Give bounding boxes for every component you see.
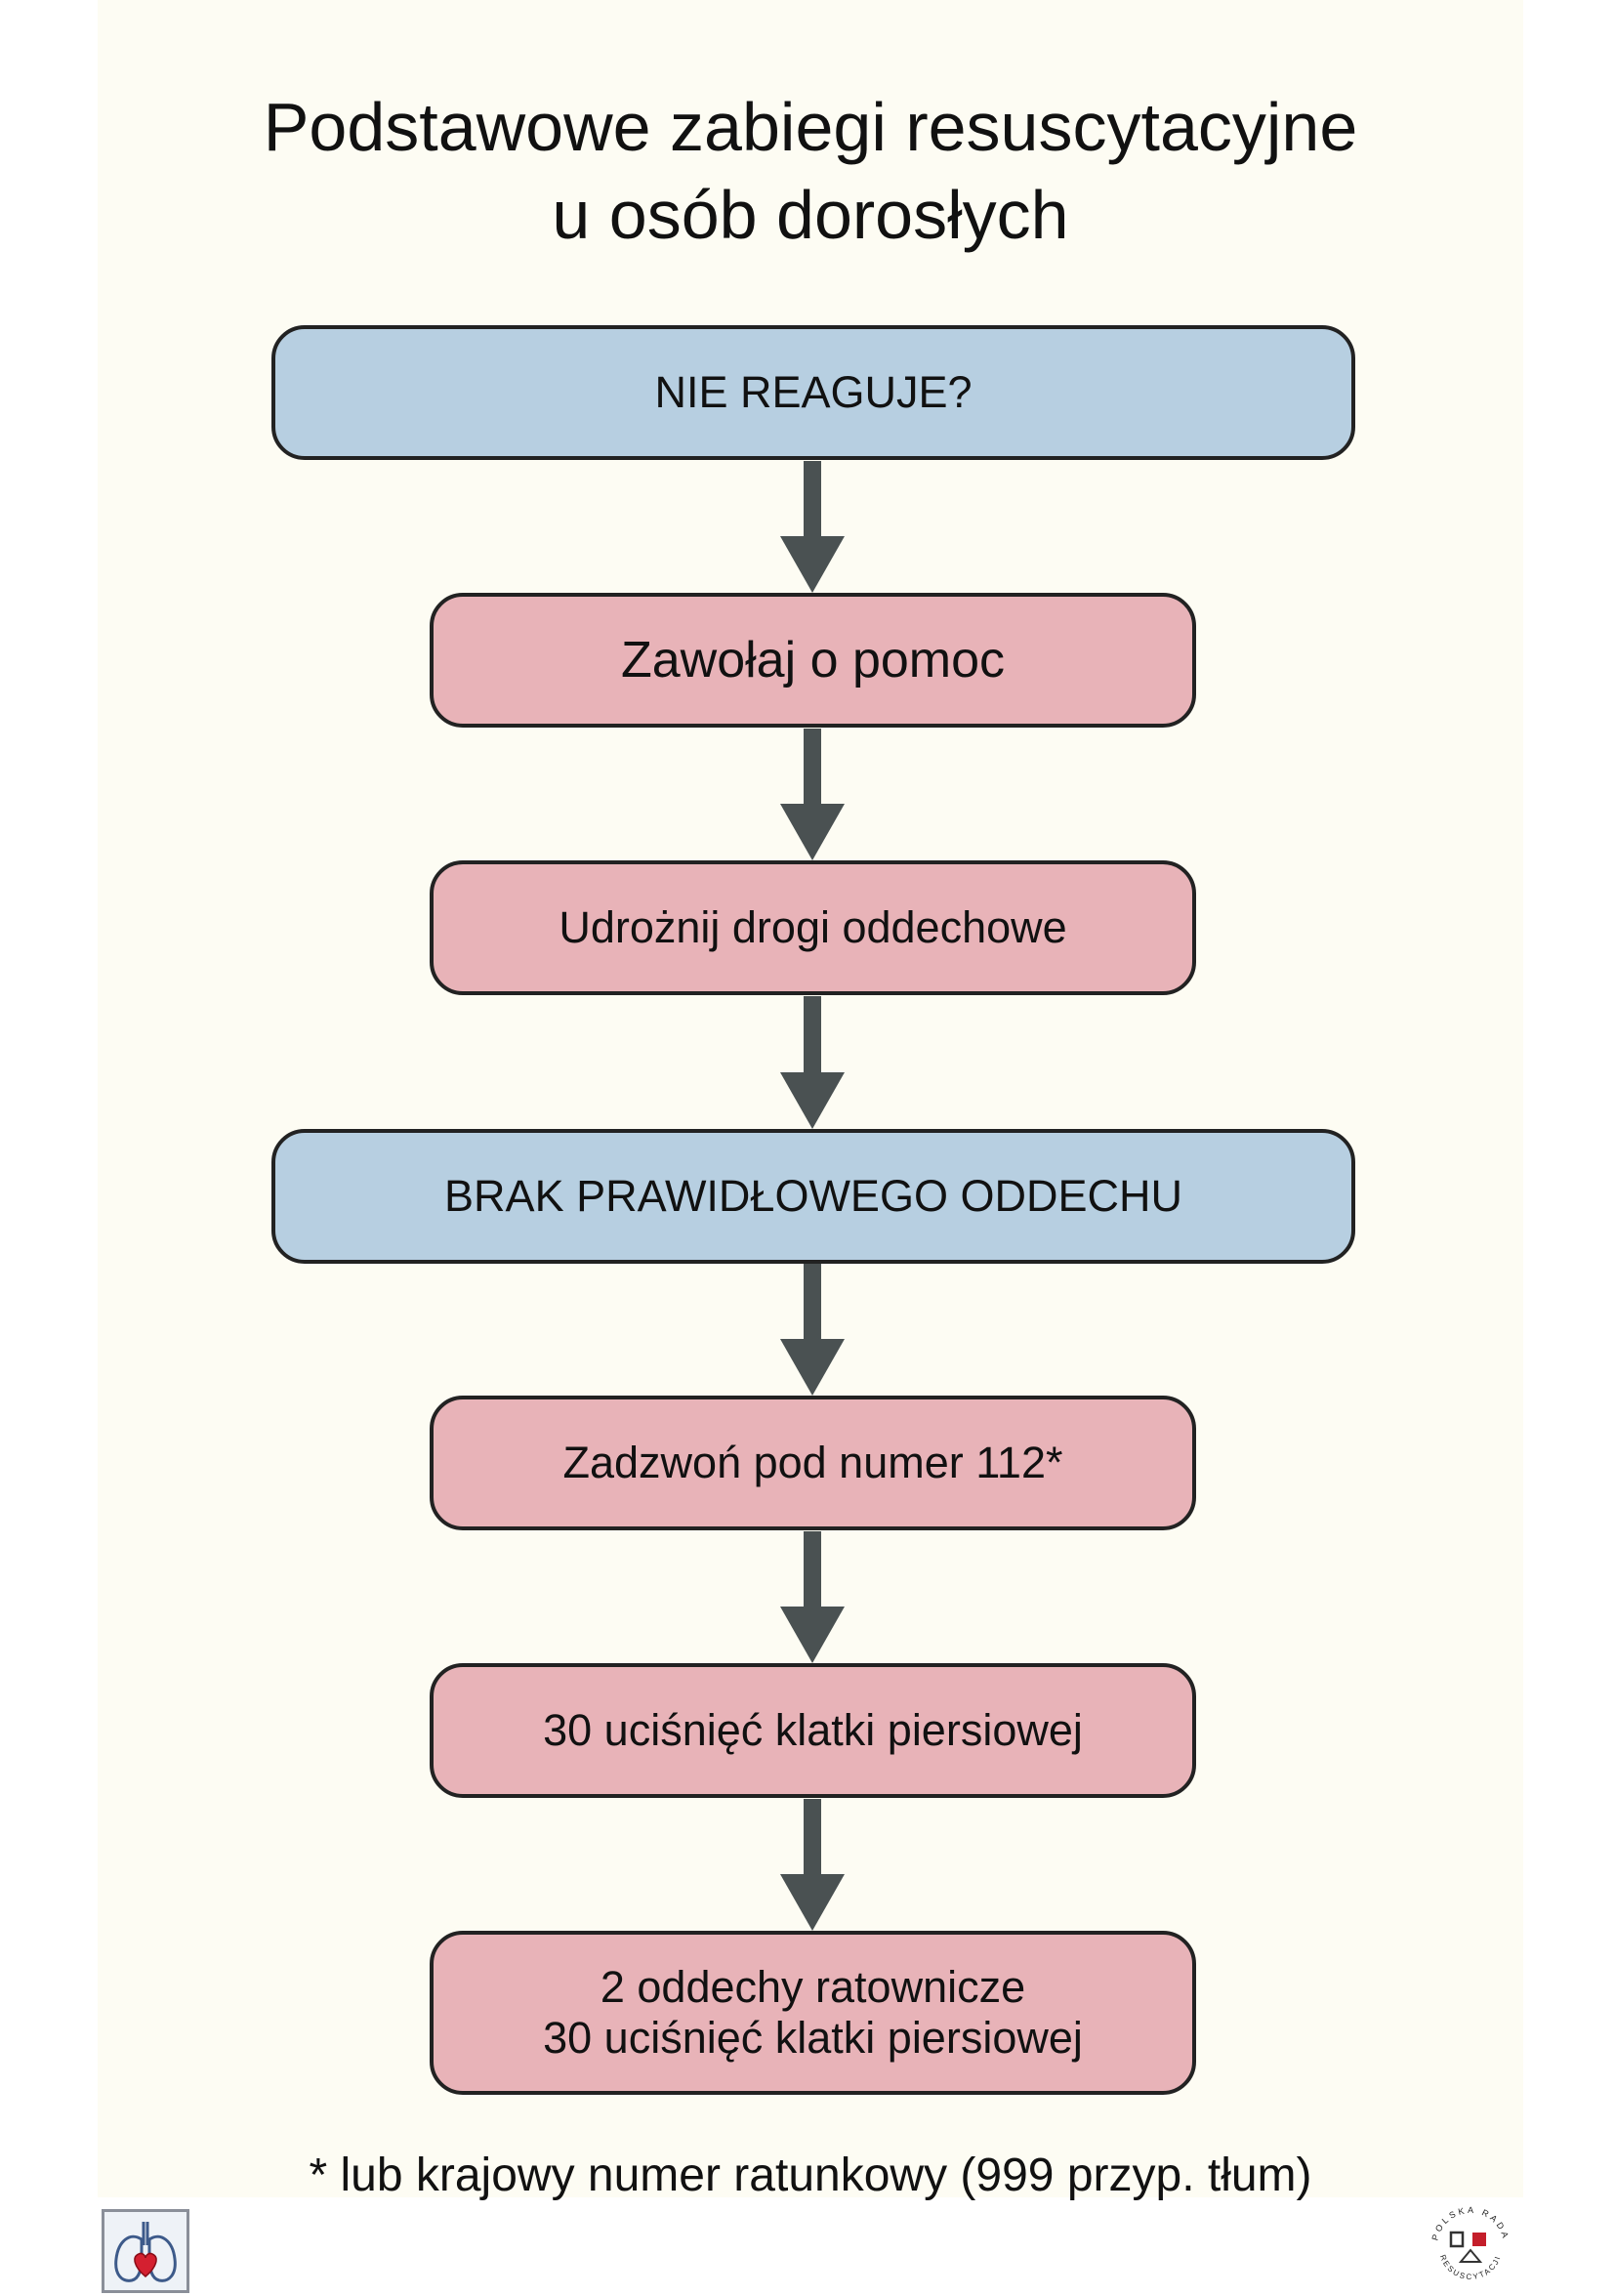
flow-arrow (780, 461, 845, 593)
step-label: Zawołaj o pomoc (620, 632, 1006, 689)
step-open-airway: Udrożnij drogi oddechowe (430, 860, 1196, 995)
step-label: Zadzwoń pod numer 112* (562, 1438, 1063, 1487)
polska-rada-resuscytacji-seal: POLSKA RADA RESUSCYTACJI (1424, 2197, 1517, 2291)
lungs-heart-icon (102, 2209, 189, 2293)
step-label: Udrożnij drogi oddechowe (559, 902, 1067, 952)
title-line-2: u osób dorosłych (552, 177, 1069, 253)
step-label: BRAK PRAWIDŁOWEGO ODDECHU (444, 1171, 1182, 1221)
step-breaths-and-compressions: 2 oddechy ratownicze 30 uciśnięć klatki … (430, 1931, 1196, 2095)
step-label-line-2: 30 uciśnięć klatki piersiowej (543, 2013, 1083, 2063)
flow-arrow (780, 1264, 845, 1396)
step-label-line-1: 2 oddechy ratownicze (600, 1962, 1026, 2012)
step-call-112: Zadzwoń pod numer 112* (430, 1396, 1196, 1530)
step-label: 30 uciśnięć klatki piersiowej (543, 1705, 1083, 1755)
step-no-normal-breathing: BRAK PRAWIDŁOWEGO ODDECHU (271, 1129, 1355, 1264)
page-title: Podstawowe zabiegi resuscytacyjne u osób… (98, 83, 1523, 259)
flow-arrow (780, 1799, 845, 1931)
step-unresponsive: NIE REAGUJE? (271, 325, 1355, 460)
flow-arrow (780, 729, 845, 860)
step-label: NIE REAGUJE? (654, 367, 973, 417)
flow-arrow (780, 996, 845, 1129)
svg-text:POLSKA RADA: POLSKA RADA (1429, 2205, 1511, 2241)
flow-arrow (780, 1531, 845, 1663)
step-chest-compressions: 30 uciśnięć klatki piersiowej (430, 1663, 1196, 1798)
title-line-1: Podstawowe zabiegi resuscytacyjne (263, 89, 1358, 165)
footnote: * lub krajowy numer ratunkowy (999 przyp… (309, 2150, 1312, 2201)
svg-text:RESUSCYTACJI: RESUSCYTACJI (1438, 2253, 1503, 2281)
step-call-for-help: Zawołaj o pomoc (430, 593, 1196, 728)
